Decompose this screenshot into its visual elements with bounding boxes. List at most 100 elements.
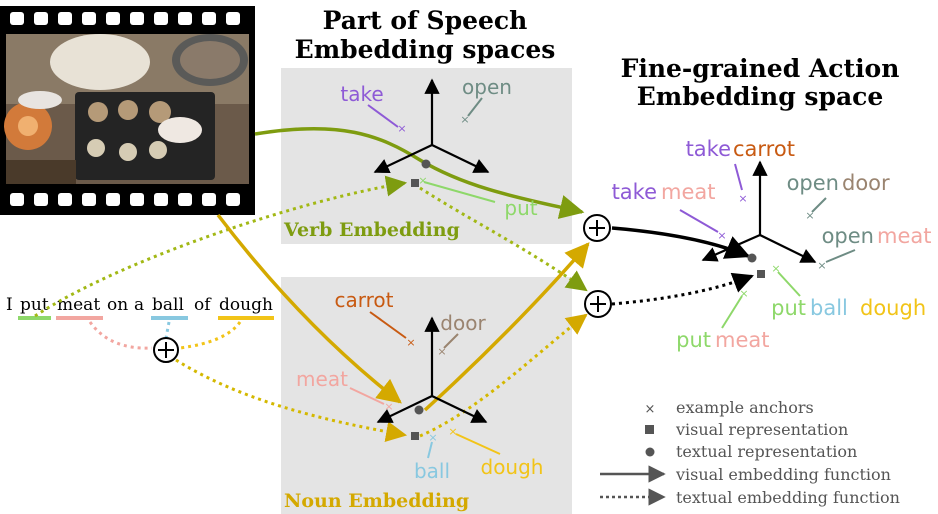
legend-textual-fn-label: textual embedding function bbox=[676, 488, 900, 507]
dough-noun-anchor-mark: × bbox=[448, 425, 457, 438]
noun-axes-3d-icon bbox=[376, 316, 488, 423]
take-carrot-verb: take bbox=[686, 137, 731, 161]
verb-axes-3d-icon bbox=[373, 78, 490, 174]
text-combine-plus-icon bbox=[584, 290, 612, 318]
underline-put bbox=[18, 316, 51, 320]
noun-text-to-combine bbox=[419, 313, 588, 438]
legend-anchor-icon: × bbox=[645, 402, 656, 417]
sentence-combine-plus-icon bbox=[153, 337, 179, 363]
word-i: I bbox=[6, 295, 13, 315]
open-verb-anchor-mark: × bbox=[460, 113, 469, 126]
take-verb-anchor-mark: × bbox=[397, 122, 406, 135]
ball-noun-label: ball bbox=[414, 459, 450, 483]
svg-text:×: × bbox=[739, 287, 748, 300]
noun-visual-representation bbox=[411, 432, 419, 440]
take-meat-noun: meat bbox=[661, 180, 715, 204]
sentence: I put meat on a ball of dough bbox=[6, 295, 273, 315]
word-on: on bbox=[107, 295, 128, 315]
word-of: of bbox=[194, 295, 212, 315]
meat-noun-leader bbox=[349, 387, 385, 405]
action-axes-3d-icon bbox=[701, 160, 817, 263]
door-noun-leader bbox=[443, 333, 459, 349]
noun-textual-representation bbox=[414, 405, 424, 415]
put-ball-dough-noun-dough: dough bbox=[860, 296, 926, 320]
take-carrot-noun: carrot bbox=[733, 137, 795, 161]
open-door-noun: door bbox=[842, 171, 890, 195]
action-anchor-take-carrot: take carrot × bbox=[686, 137, 795, 205]
verb-visual-representation bbox=[411, 179, 419, 187]
put-ball-dough-noun-ball: ball bbox=[810, 296, 848, 320]
action-visual-representation bbox=[757, 270, 765, 278]
dough-noun-label: dough bbox=[481, 455, 544, 479]
action-anchor-take-meat: take meat × bbox=[612, 180, 727, 242]
svg-text:×: × bbox=[771, 262, 780, 275]
legend-visual-rep-icon bbox=[645, 425, 654, 434]
action-anchor-open-door: open door × bbox=[787, 171, 890, 222]
meat-noun-anchor-mark: × bbox=[384, 400, 393, 413]
underline-ball bbox=[151, 316, 188, 320]
text-verb-connector bbox=[34, 175, 408, 318]
carrot-noun-leader bbox=[369, 311, 407, 339]
pos-title-line2: Embedding spaces bbox=[295, 35, 556, 64]
legend-textual-rep-label: textual representation bbox=[676, 442, 857, 461]
underline-meat bbox=[56, 316, 103, 320]
carrot-noun-anchor-mark: × bbox=[406, 336, 415, 349]
open-verb-label: open bbox=[462, 75, 512, 99]
noun-to-combine-connector bbox=[423, 242, 590, 412]
open-verb-leader bbox=[467, 97, 483, 117]
video-to-verb-connector bbox=[254, 126, 585, 219]
open-meat-noun: meat bbox=[877, 224, 931, 248]
open-door-verb: open bbox=[787, 171, 839, 195]
word-dough: dough bbox=[219, 295, 273, 315]
put-verb-leader bbox=[423, 181, 496, 203]
word-a: a bbox=[134, 295, 144, 315]
svg-text:×: × bbox=[817, 259, 826, 272]
legend: × example anchors visual representation … bbox=[600, 398, 900, 507]
ball-to-plus-connector bbox=[164, 321, 171, 339]
put-meat-noun: meat bbox=[715, 328, 769, 352]
put-ball-dough-verb: put bbox=[771, 296, 806, 320]
take-verb-label: take bbox=[340, 82, 383, 106]
video-filmstrip-icon bbox=[0, 6, 255, 215]
dough-to-plus-connector bbox=[179, 321, 242, 350]
word-ball: ball bbox=[152, 295, 184, 315]
action-anchor-open-meat: open meat × bbox=[817, 224, 931, 272]
text-noun-connector bbox=[175, 358, 408, 443]
video-to-noun-connector bbox=[216, 213, 402, 404]
action-title-line1: Fine-grained Action bbox=[621, 54, 900, 83]
carrot-noun-label: carrot bbox=[335, 288, 394, 312]
visual-combine-plus-icon bbox=[583, 214, 611, 242]
verb-panel bbox=[281, 68, 572, 244]
svg-text:×: × bbox=[805, 209, 814, 222]
door-noun-label: door bbox=[440, 311, 486, 335]
verb-embedding-label: Verb Embedding bbox=[283, 219, 460, 241]
put-verb-anchor-mark: × bbox=[418, 174, 427, 187]
door-noun-anchor-mark: × bbox=[437, 345, 446, 358]
action-anchor-put-meat: put meat × bbox=[676, 287, 769, 352]
legend-textual-rep-icon bbox=[645, 447, 655, 457]
action-title-line2: Embedding space bbox=[637, 82, 884, 111]
take-verb-leader bbox=[367, 104, 399, 128]
underline-dough bbox=[218, 316, 274, 320]
word-put: put bbox=[20, 295, 49, 315]
svg-text:×: × bbox=[717, 229, 726, 242]
put-verb-label: put bbox=[504, 196, 537, 220]
take-meat-verb: take bbox=[612, 180, 657, 204]
word-meat: meat bbox=[57, 295, 100, 315]
action-textual-representation bbox=[747, 253, 757, 263]
verb-text-to-combine bbox=[419, 186, 588, 292]
pos-title-line1: Part of Speech bbox=[323, 6, 528, 35]
put-meat-verb: put bbox=[676, 328, 711, 352]
ball-noun-leader bbox=[427, 441, 433, 459]
legend-anchor-label: example anchors bbox=[676, 398, 814, 417]
legend-visual-rep-label: visual representation bbox=[675, 420, 848, 439]
text-to-action-connector bbox=[611, 272, 754, 306]
visual-to-action-connector bbox=[611, 226, 751, 259]
legend-visual-fn-label: visual embedding function bbox=[675, 465, 891, 484]
ball-noun-anchor-mark: × bbox=[428, 431, 437, 444]
dough-noun-leader bbox=[455, 433, 501, 455]
meat-noun-label: meat bbox=[296, 367, 348, 391]
verb-textual-representation bbox=[421, 159, 431, 169]
open-meat-verb: open bbox=[822, 224, 874, 248]
